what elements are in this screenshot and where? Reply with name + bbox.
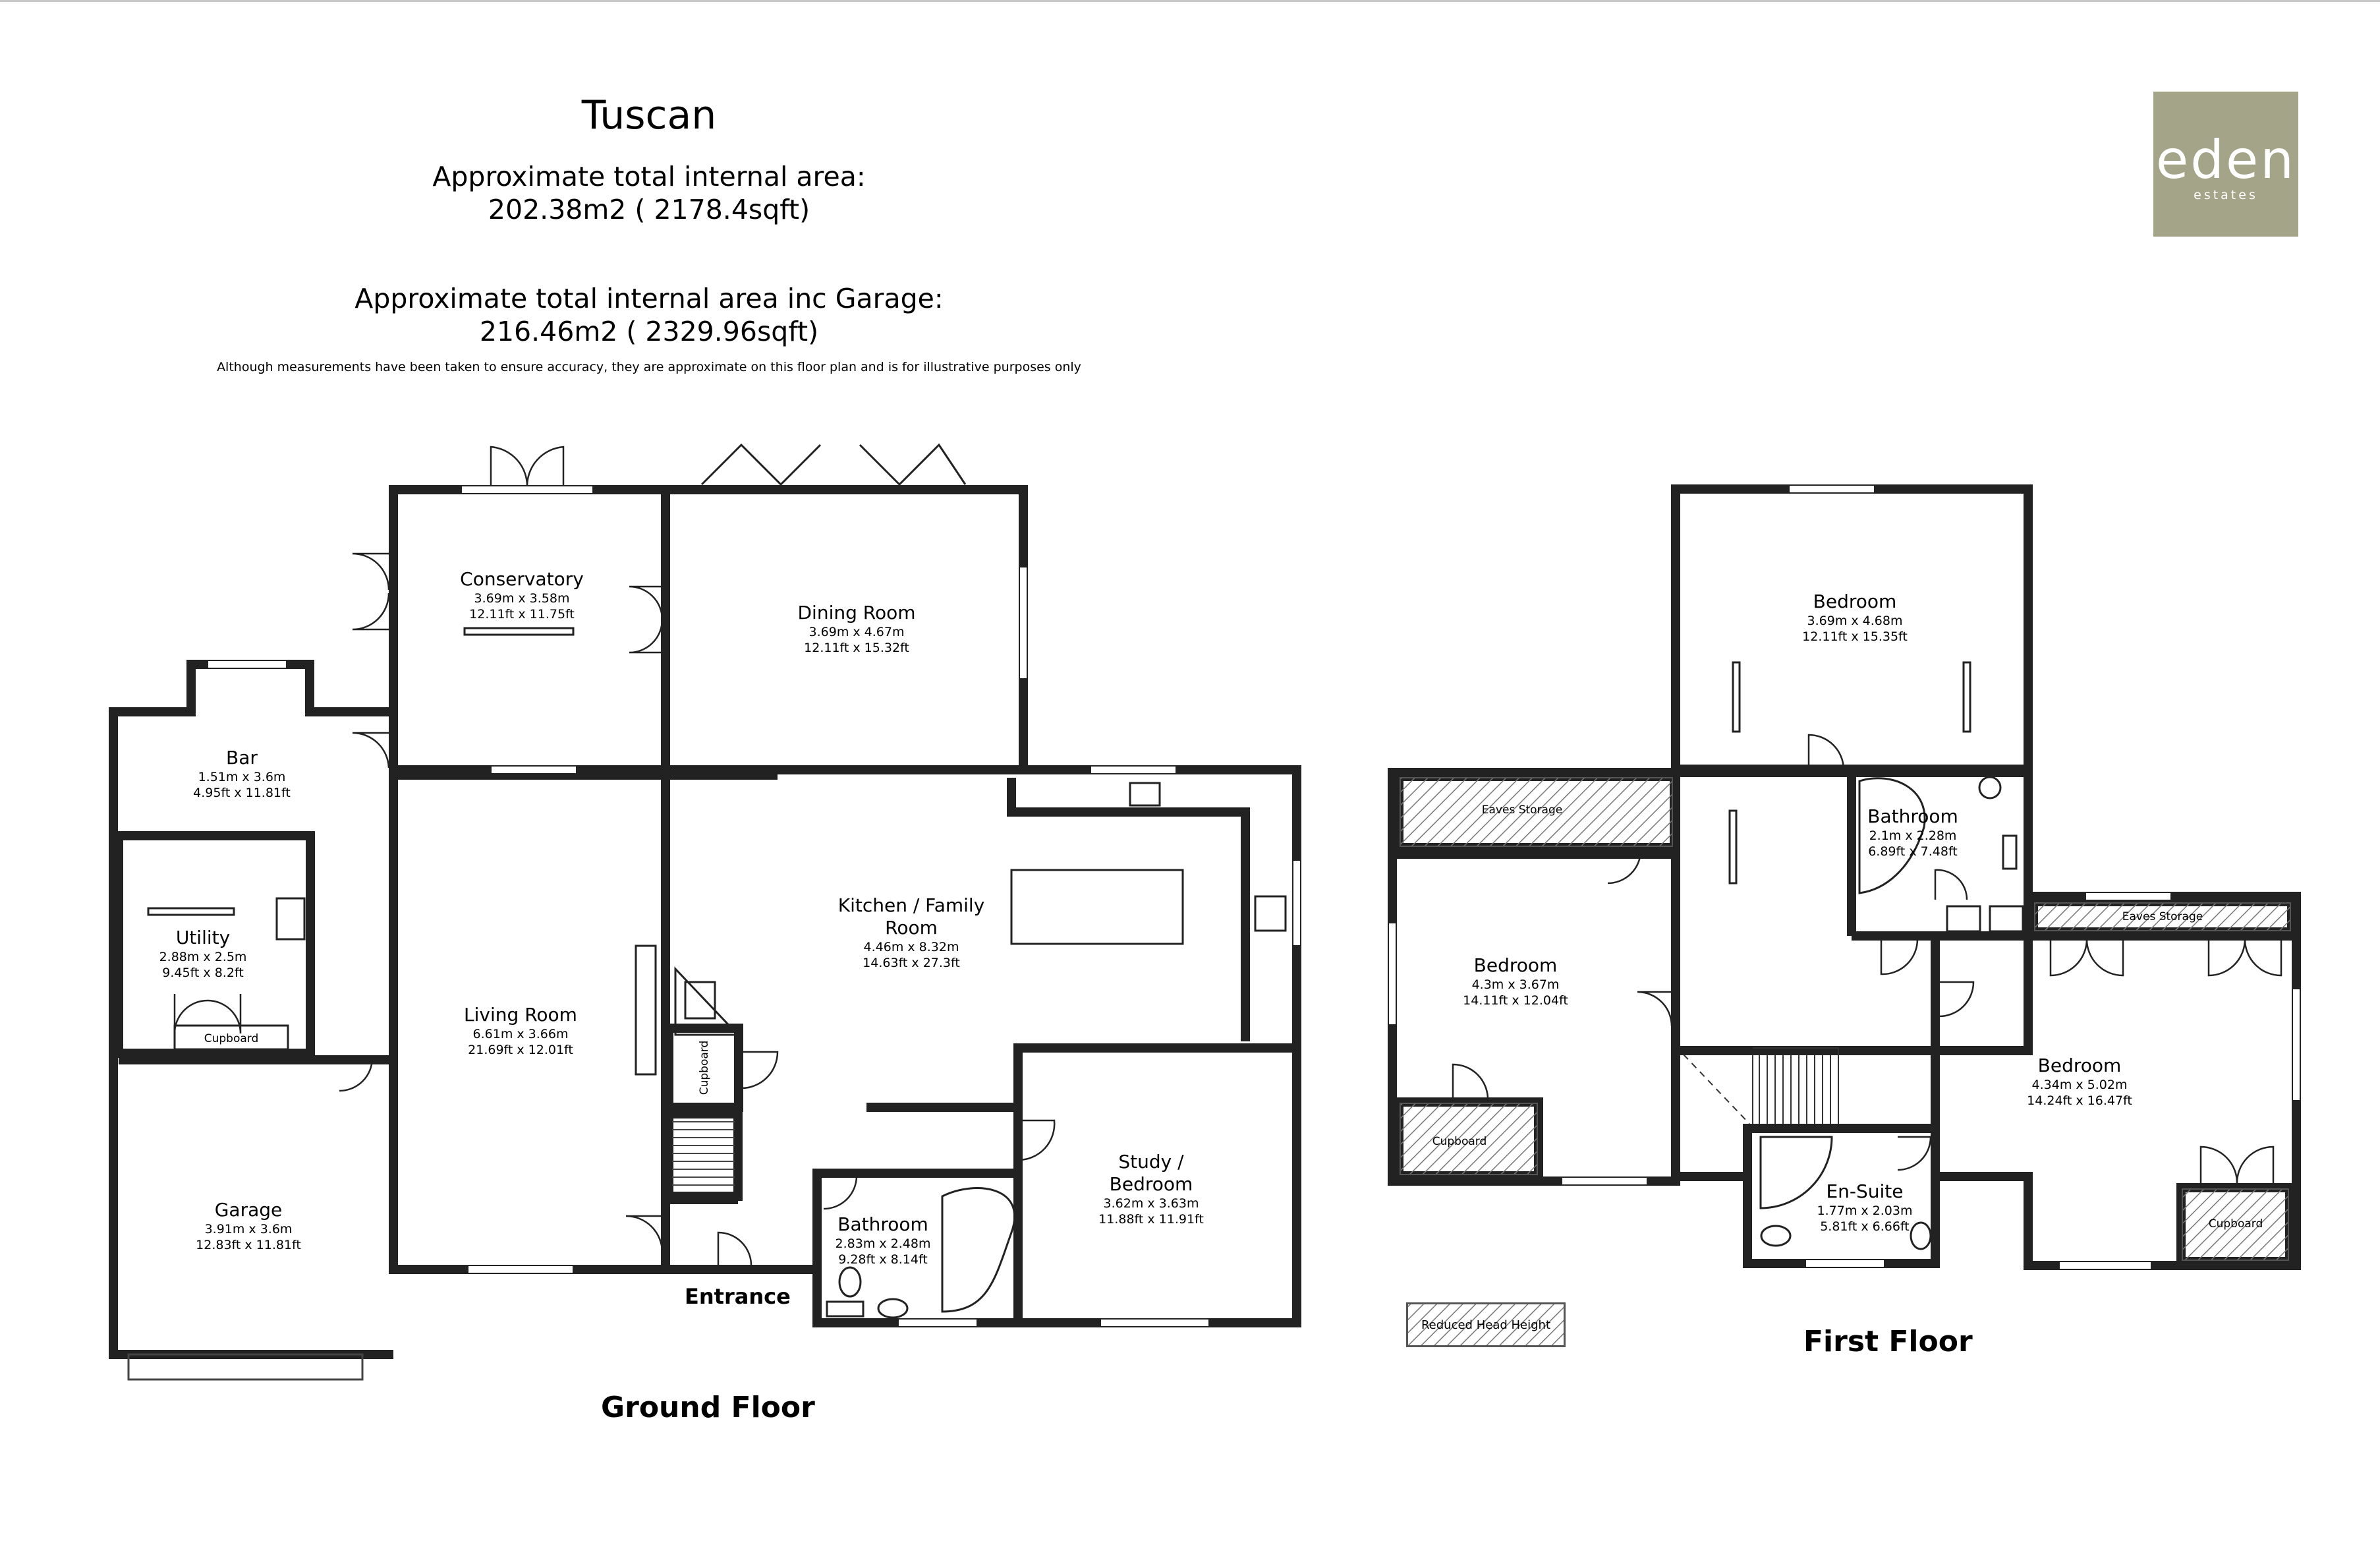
reduced-head-height-areas xyxy=(1400,777,2291,1347)
room-imperial: 14.24ft x 16.47ft xyxy=(2027,1093,2132,1108)
reduced-head-height-legend: Reduced Head Height xyxy=(1407,1303,1565,1347)
room-name: Bedroom xyxy=(1474,954,1558,976)
room-utility: Utility 2.88m x 2.5m 9.45ft x 8.2ft xyxy=(159,927,247,980)
eaves-storage-right: Eaves Storage xyxy=(2122,910,2203,923)
room-name: Garage xyxy=(215,1199,283,1221)
logo-subword: estates xyxy=(2194,188,2258,202)
room-living: Living Room 6.61m x 3.66m 21.69ft x 12.0… xyxy=(464,1004,577,1057)
room-imperial: 4.95ft x 11.81ft xyxy=(193,786,291,800)
room-metric: 3.69m x 3.58m xyxy=(474,591,570,606)
room-name: Bedroom xyxy=(1813,591,1897,612)
room-metric: 2.88m x 2.5m xyxy=(159,950,247,964)
ground-stair-treads xyxy=(672,1121,735,1186)
room-imperial: 9.28ft x 8.14ft xyxy=(838,1252,928,1267)
eaves-storage-left: Eaves Storage xyxy=(1482,803,1562,817)
room-first-bathroom: Bathroom 2.1m x 2.28m 6.89ft x 7.48ft xyxy=(1867,805,1958,859)
disclaimer: Although measurements have been taken to… xyxy=(217,360,1081,374)
room-imperial: 12.83ft x 11.81ft xyxy=(196,1238,301,1252)
room-imperial: 11.88ft x 11.91ft xyxy=(1098,1212,1204,1227)
ground-door-swings xyxy=(173,446,1056,1267)
room-metric: 6.61m x 3.66m xyxy=(473,1027,569,1041)
ground-windows xyxy=(207,485,1301,1327)
room-metric: 1.77m x 2.03m xyxy=(1817,1204,1913,1218)
room-name: Bedroom xyxy=(2038,1055,2122,1076)
internal-area-garage-value: 216.46m2 ( 2329.96sqft) xyxy=(479,316,819,347)
room-name-line2: Bedroom xyxy=(1110,1173,1193,1195)
property-title: Tuscan xyxy=(581,92,717,138)
room-imperial: 12.11ft x 11.75ft xyxy=(469,607,575,622)
room-imperial: 5.81ft x 6.66ft xyxy=(1820,1219,1910,1234)
room-metric: 3.62m x 3.63m xyxy=(1104,1196,1199,1211)
room-imperial: 14.63ft x 27.3ft xyxy=(863,956,960,970)
room-imperial: 14.11ft x 12.04ft xyxy=(1463,993,1568,1008)
first-door-swings xyxy=(1452,734,2282,1185)
room-bedroom-right: Bedroom 4.34m x 5.02m 14.24ft x 16.47ft xyxy=(2027,1055,2132,1108)
room-imperial: 9.45ft x 8.2ft xyxy=(162,966,243,980)
room-ground-bathroom: Bathroom 2.83m x 2.48m 9.28ft x 8.14ft xyxy=(836,1213,931,1267)
room-name: Bathroom xyxy=(1867,805,1958,827)
room-name: Dining Room xyxy=(797,602,915,624)
ground-fixtures xyxy=(147,627,1287,1319)
first-fixtures xyxy=(1728,661,2024,1250)
room-metric: 3.69m x 4.67m xyxy=(809,625,905,639)
utility-cupboard-label: Cupboard xyxy=(204,1032,259,1045)
logo-word: eden xyxy=(2156,129,2296,190)
room-imperial: 21.69ft x 12.01ft xyxy=(468,1043,573,1057)
room-metric: 3.69m x 4.68m xyxy=(1807,614,1903,628)
room-metric: 2.1m x 2.28m xyxy=(1869,828,1957,843)
room-name: Bathroom xyxy=(837,1213,928,1235)
bedroom-left-cupboard: Cupboard xyxy=(1432,1135,1487,1148)
room-name: En-Suite xyxy=(1826,1180,1903,1202)
room-imperial: 6.89ft x 7.48ft xyxy=(1868,844,1958,859)
room-name: Utility xyxy=(176,927,230,948)
room-name: Conservatory xyxy=(460,568,584,590)
entrance-label: Entrance xyxy=(685,1284,791,1309)
room-name-line2: Room xyxy=(885,917,938,939)
room-name-line1: Kitchen / Family xyxy=(838,894,985,916)
internal-area: Approximate total internal area: 202.38m… xyxy=(320,160,978,226)
room-kitchen: Kitchen / Family Room 4.46m x 8.32m 14.6… xyxy=(838,894,985,970)
room-bar: Bar 1.51m x 3.6m 4.95ft x 11.81ft xyxy=(193,747,291,800)
room-metric: 2.83m x 2.48m xyxy=(836,1236,931,1251)
ground-floor-walls xyxy=(109,485,1301,1359)
legend-label: Reduced Head Height xyxy=(1421,1318,1550,1332)
internal-area-value: 202.38m2 ( 2178.4sqft) xyxy=(488,194,810,225)
utility-cupboard-box xyxy=(173,1024,289,1051)
first-windows xyxy=(1388,484,2301,1270)
top-rule xyxy=(0,0,2380,2)
room-metric: 3.91m x 3.6m xyxy=(205,1222,293,1236)
bedroom-right-cupboard: Cupboard xyxy=(2209,1217,2263,1231)
room-name: Bar xyxy=(226,747,258,769)
ground-floor-label: Ground Floor xyxy=(601,1391,815,1424)
room-name-line1: Study / xyxy=(1118,1151,1184,1173)
room-metric: 4.34m x 5.02m xyxy=(2032,1078,2128,1092)
room-conservatory: Conservatory 3.69m x 3.58m 12.11ft x 11.… xyxy=(460,568,584,622)
eden-logo: eden estates xyxy=(2153,92,2298,237)
first-stair xyxy=(1683,1047,1839,1124)
room-bedroom-left: Bedroom 4.3m x 3.67m 14.11ft x 12.04ft xyxy=(1463,954,1568,1008)
room-study: Study / Bedroom 3.62m x 3.63m 11.88ft x … xyxy=(1098,1151,1204,1227)
first-floor-label: First Floor xyxy=(1803,1325,1973,1358)
room-name: Living Room xyxy=(464,1004,577,1026)
room-metric: 4.3m x 3.67m xyxy=(1472,977,1560,992)
garage-door xyxy=(127,1353,364,1381)
room-metric: 1.51m x 3.6m xyxy=(198,770,286,784)
room-dining: Dining Room 3.69m x 4.67m 12.11ft x 15.3… xyxy=(797,602,915,655)
hall-cupboard-label: Cupboard xyxy=(698,1041,711,1095)
internal-area-garage-label: Approximate total internal area inc Gara… xyxy=(354,283,944,314)
room-bedroom-top: Bedroom 3.69m x 4.68m 12.11ft x 15.35ft xyxy=(1802,591,1908,644)
internal-area-label: Approximate total internal area: xyxy=(432,161,866,192)
bifold-door-right xyxy=(859,443,967,486)
room-imperial: 12.11ft x 15.35ft xyxy=(1802,629,1908,644)
room-ensuite: En-Suite 1.77m x 2.03m 5.81ft x 6.66ft xyxy=(1817,1180,1913,1234)
bifold-door-left xyxy=(700,443,822,486)
room-imperial: 12.11ft x 15.32ft xyxy=(804,641,909,655)
internal-area-garage: Approximate total internal area inc Gara… xyxy=(254,282,1044,348)
room-garage: Garage 3.91m x 3.6m 12.83ft x 11.81ft xyxy=(196,1199,301,1252)
room-metric: 4.46m x 8.32m xyxy=(864,940,959,954)
